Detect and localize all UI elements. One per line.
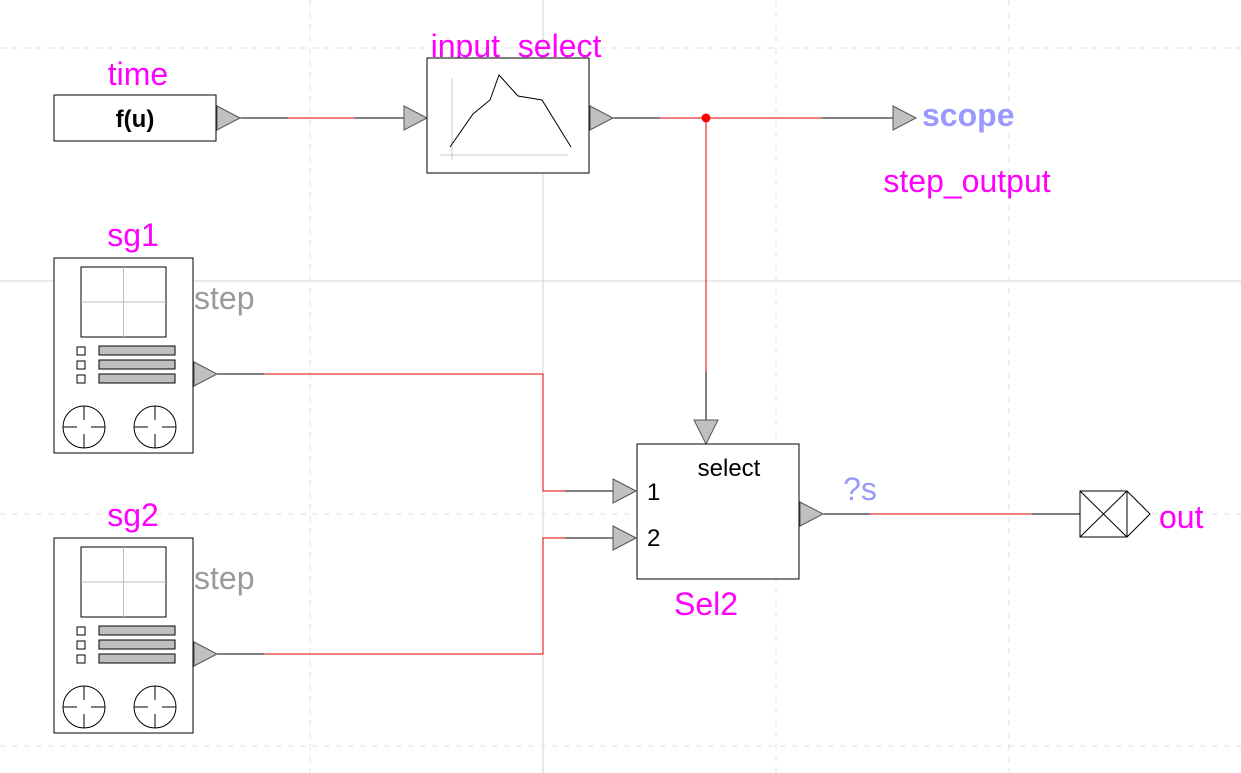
junction-dot-icon [701, 113, 711, 123]
sel2-input-port-2[interactable] [612, 525, 638, 551]
sg1-output-port[interactable] [193, 361, 219, 387]
wires [217, 113, 1080, 655]
sel2-control-port[interactable] [693, 419, 719, 446]
sg1-block[interactable]: sg1 step [53, 217, 254, 454]
sel2-title: select [698, 455, 761, 482]
wire-sg2-to-sel2-input-2[interactable] [217, 537, 613, 655]
sg1-label: sg1 [107, 217, 159, 253]
time-block[interactable]: time f(u) [53, 56, 242, 142]
input-select-input-port[interactable] [403, 105, 429, 131]
sg1-type-label: step [194, 280, 254, 316]
sel2-input-1-label: 1 [647, 479, 660, 506]
out-label: out [1159, 499, 1204, 535]
sel2-output-port[interactable] [799, 501, 825, 527]
signal-generator-icon [62, 266, 177, 449]
time-block-label: time [108, 56, 168, 92]
sel2-block[interactable]: select 1 2 Sel2 [612, 419, 825, 622]
sg2-type-label: step [194, 560, 254, 596]
sg2-output-port[interactable] [193, 641, 219, 667]
scope-label: scope [922, 97, 1014, 133]
output-terminal-icon [1079, 490, 1151, 538]
sel2-output-signal-label: ?s [843, 471, 877, 507]
step-output-signal-label: step_output [883, 163, 1050, 199]
time-output-port[interactable] [216, 105, 242, 131]
sel2-input-2-label: 2 [647, 525, 660, 552]
plot-icon [440, 74, 572, 160]
time-block-expression: f(u) [116, 106, 155, 133]
input-select-block[interactable]: input_select [403, 28, 615, 174]
signal-generator-icon [62, 546, 177, 729]
sel2-label: Sel2 [674, 586, 738, 622]
input-select-output-port[interactable] [589, 105, 615, 131]
wire-sg1-to-sel2-input-1[interactable] [217, 373, 613, 492]
sg2-label: sg2 [107, 497, 159, 533]
sg2-block[interactable]: sg2 step [53, 497, 254, 734]
output-port-icon [892, 105, 918, 131]
sel2-input-port-1[interactable] [612, 478, 638, 504]
scope-port[interactable]: scope step_output [883, 97, 1050, 199]
out-terminal[interactable]: out [1079, 490, 1204, 538]
